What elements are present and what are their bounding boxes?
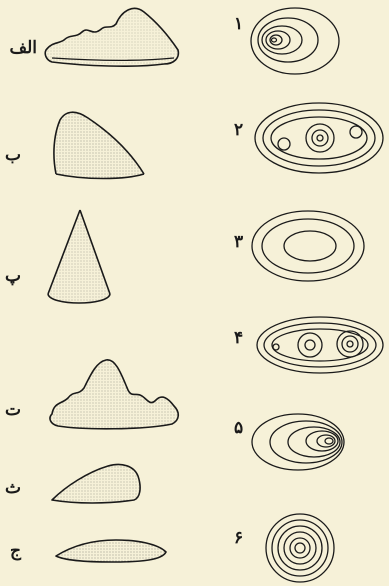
landform-slope-drawing bbox=[48, 460, 144, 506]
contour-map-6 bbox=[262, 510, 338, 586]
contour-map-3 bbox=[250, 208, 366, 284]
label-number-3: ۳ bbox=[234, 234, 243, 251]
contour-map-2 bbox=[252, 100, 386, 176]
landform-twin-peak-drawing bbox=[44, 354, 184, 434]
landform-ridge-drawing bbox=[44, 2, 184, 72]
label-number-4: ۴ bbox=[234, 330, 243, 347]
label-number-2: ۲ bbox=[234, 122, 243, 139]
label-alef: الف bbox=[9, 40, 37, 57]
contour-map-5 bbox=[250, 410, 348, 474]
label-number-1: ۱ bbox=[234, 16, 243, 33]
label-be: ب bbox=[5, 147, 21, 164]
label-jim: ج bbox=[10, 543, 21, 560]
label-number-5: ۵ bbox=[234, 420, 243, 437]
label-number-6: ۶ bbox=[234, 530, 243, 547]
landform-cone-drawing bbox=[44, 206, 114, 312]
contour-map-1 bbox=[248, 4, 344, 78]
landform-low-hill-drawing bbox=[52, 536, 172, 566]
label-pe: پ bbox=[5, 268, 21, 285]
label-se: ث bbox=[5, 480, 21, 497]
contour-map-4 bbox=[254, 314, 388, 376]
label-te: ت bbox=[5, 402, 21, 419]
landform-dome-drawing bbox=[44, 104, 148, 184]
